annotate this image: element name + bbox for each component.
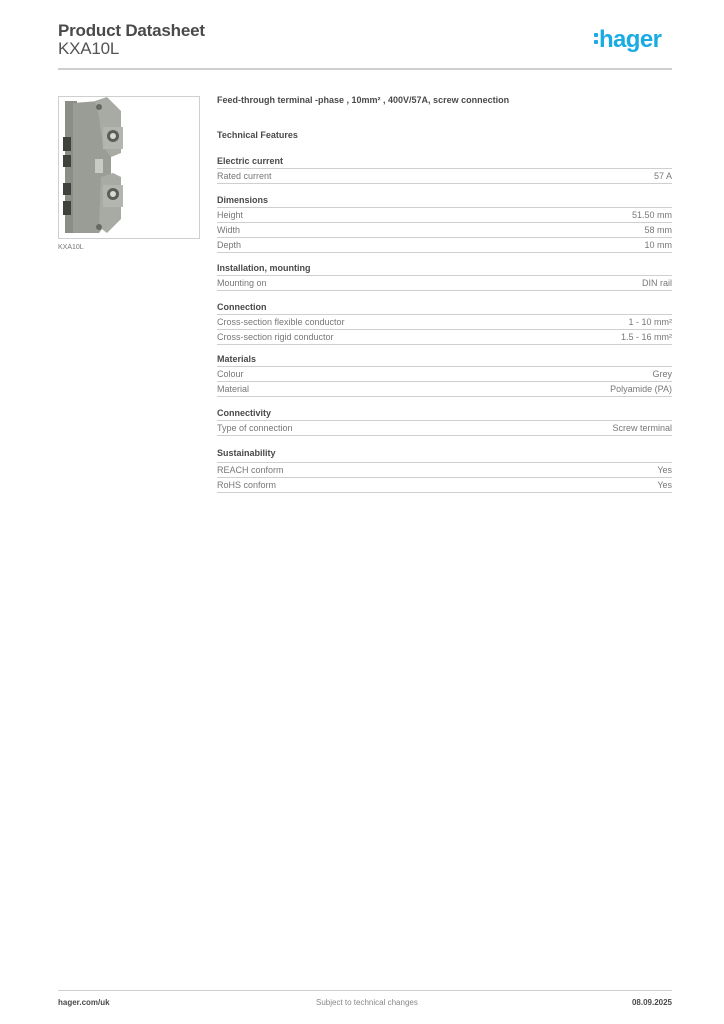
spec-label: RoHS conform — [217, 480, 277, 490]
footer-date: 08.09.2025 — [631, 998, 672, 1007]
section-title: Materials — [217, 353, 672, 367]
spec-row: Cross-section rigid conductor 1.5 - 16 mm… — [217, 330, 672, 345]
spec-value: Screw terminal — [612, 423, 672, 433]
hager-logo: hager — [594, 26, 662, 53]
section-title: Installation, mounting — [217, 262, 672, 276]
spec-row: REACH conform Yes — [217, 463, 672, 478]
spec-value: 10 mm — [644, 240, 672, 250]
spec-value: 1.5 - 16 mm² — [620, 332, 672, 342]
footer-website-link[interactable]: hager.com/uk — [58, 998, 110, 1007]
section-title: Electric current — [217, 155, 672, 169]
spec-label: Width — [217, 225, 241, 235]
section-dimensions: Dimensions Height 51.50 mm Width 58 mm Dep… — [217, 194, 672, 253]
section-title: Connection — [217, 301, 672, 315]
spec-label: Cross-section flexible conductor — [217, 317, 345, 327]
product-image — [58, 96, 200, 239]
logo-text: hager — [599, 26, 662, 53]
header-divider — [58, 68, 672, 70]
spec-row: Depth 10 mm — [217, 238, 672, 253]
section-connection: Connection Cross-section flexible conduc… — [217, 301, 672, 345]
page-title: Product Datasheet — [58, 21, 205, 40]
spec-value: Yes — [657, 465, 672, 475]
spec-row: Height 51.50 mm — [217, 208, 672, 223]
section-title: Dimensions — [217, 194, 672, 208]
section-title: Connectivity — [217, 407, 672, 421]
spec-row: Material Polyamide (PA) — [217, 382, 672, 397]
section-installation: Installation, mounting Mounting on DIN ra… — [217, 262, 672, 291]
section-connectivity: Connectivity Type of connection Screw ter… — [217, 407, 672, 436]
spec-value: 1 - 10 mm² — [628, 317, 672, 327]
spec-value: 57 A — [653, 171, 672, 181]
spec-label: Depth — [217, 240, 242, 250]
product-code: KXA10L — [58, 39, 120, 58]
spec-value: DIN rail — [641, 278, 672, 288]
terminal-block-illustration — [63, 97, 123, 233]
product-description: Feed-through terminal -phase , 10mm² , 4… — [217, 95, 510, 105]
spec-label: Cross-section rigid conductor — [217, 332, 334, 342]
spec-row: Cross-section flexible conductor 1 - 10 m… — [217, 315, 672, 330]
spec-value: 51.50 mm — [631, 210, 672, 220]
spec-row: Colour Grey — [217, 367, 672, 382]
spec-label: Colour — [217, 369, 244, 379]
spec-row: Width 58 mm — [217, 223, 672, 238]
spec-label: REACH conform — [217, 465, 284, 475]
spec-row: Rated current 57 A — [217, 169, 672, 184]
spec-value: Polyamide (PA) — [610, 384, 672, 394]
section-materials: Materials Colour Grey Material Polyamide (… — [217, 353, 672, 397]
spec-row: RoHS conform Yes — [217, 478, 672, 493]
logo-colon-icon — [594, 30, 598, 47]
spec-value: 58 mm — [644, 225, 672, 235]
footer-divider — [58, 990, 672, 991]
technical-features-heading: Technical Features — [217, 130, 298, 140]
spec-value: Yes — [657, 480, 672, 490]
spec-label: Height — [217, 210, 244, 220]
spec-label: Type of connection — [217, 423, 293, 433]
spec-label: Rated current — [217, 171, 272, 181]
spec-value: Grey — [652, 369, 672, 379]
product-image-caption: KXA10L — [58, 244, 84, 251]
section-title: Sustainability — [217, 447, 672, 463]
section-electric-current: Electric current Rated current 57 A — [217, 155, 672, 184]
spec-label: Mounting on — [217, 278, 267, 288]
spec-row: Mounting on DIN rail — [217, 276, 672, 291]
spec-label: Material — [217, 384, 250, 394]
spec-row: Type of connection Screw terminal — [217, 421, 672, 436]
footer-notice: Subject to technical changes — [316, 998, 418, 1007]
